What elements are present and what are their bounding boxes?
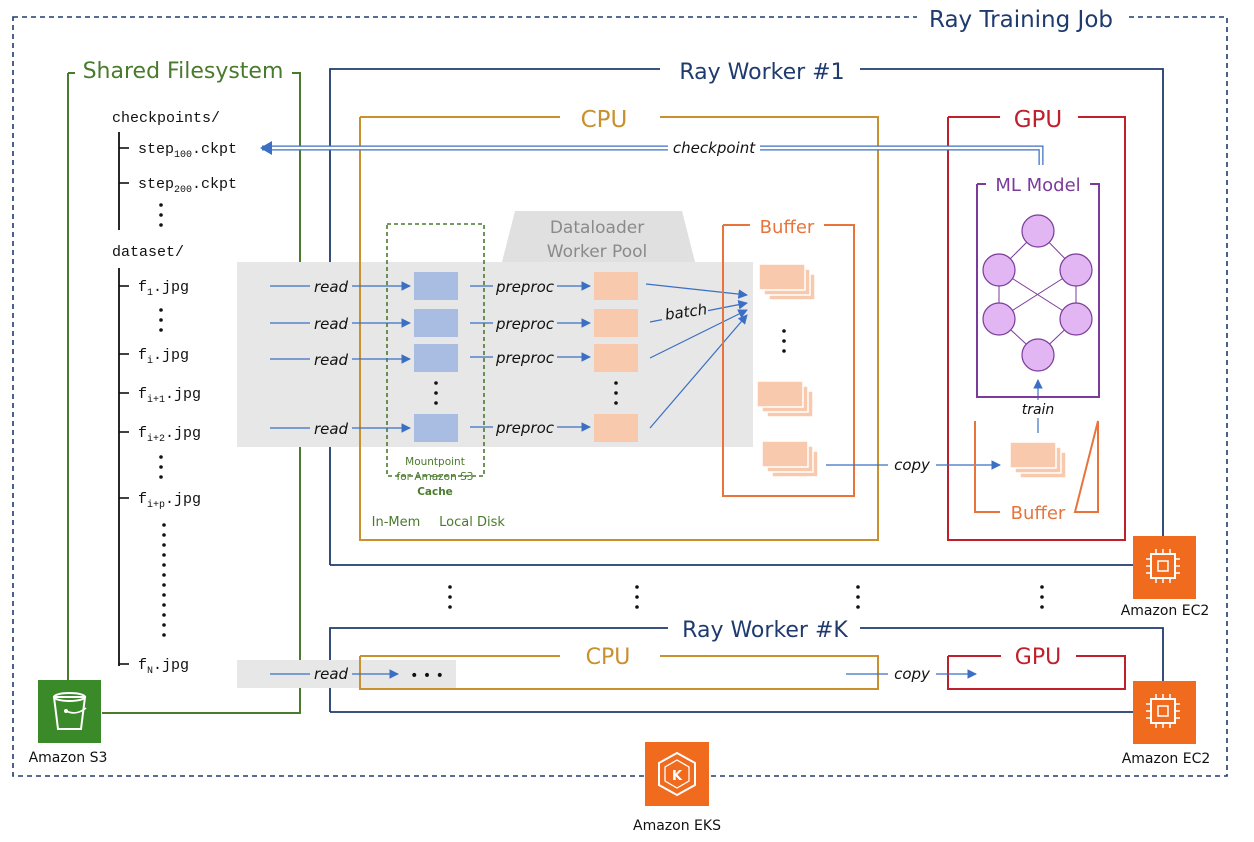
mountpoint-cache: Mountpoint for Amazon S3 Cache In-Mem Lo… [372, 223, 505, 530]
dataset-dir: dataset/ [112, 244, 184, 261]
worker-gap-dots [448, 585, 1044, 609]
read-label: read [314, 351, 349, 369]
gpu-box-workerK: GPU [947, 645, 1126, 690]
cache-block [414, 414, 458, 442]
dataloader-label-2: Worker Pool [547, 242, 647, 262]
local-disk-label: Local Disk [439, 515, 505, 530]
file-fi2: fi+2.jpg [138, 425, 201, 445]
in-mem-label: In-Mem [372, 515, 421, 530]
mountpoint-label-1: Mountpoint [405, 456, 465, 468]
workerK-title: Ray Worker #K [682, 618, 848, 643]
amazon-ec2-label-1: Amazon EC2 [1121, 603, 1210, 619]
cpu-title-workerK: CPU [586, 645, 631, 670]
preproc-blocks [594, 272, 638, 442]
amazon-s3-label: Amazon S3 [29, 750, 108, 766]
read-labels: read read read read [310, 276, 352, 438]
batch-stack [756, 380, 814, 418]
cache-block [414, 272, 458, 300]
cache-label: Cache [417, 486, 453, 498]
dataloader-tab [502, 211, 695, 262]
read-label: read [314, 420, 349, 438]
file-fi: fi.jpg [138, 347, 189, 367]
ckpt-step100: step100.ckpt [138, 141, 237, 161]
gpu-buffer-title: Buffer [1011, 503, 1066, 524]
ray-training-job-frame: Ray Training Job [12, 4, 1228, 777]
checkpoints-dir: checkpoints/ [112, 110, 220, 127]
cpu-box-worker1: CPU [359, 107, 879, 541]
amazon-eks-icon: K [645, 742, 709, 806]
workerK-ellipsis: • • • [410, 668, 444, 684]
train-label: train [1022, 402, 1055, 418]
amazon-ec2-icon [1133, 681, 1196, 744]
file-fip: fi+p.jpg [138, 491, 201, 511]
preproc-label: preproc [495, 419, 555, 437]
batch-stack [758, 263, 816, 301]
read-label-workerK: read [314, 665, 349, 683]
file-f1: f1.jpg [138, 279, 189, 299]
batch-stack [761, 440, 819, 478]
cache-block [414, 344, 458, 372]
preproc-label: preproc [495, 315, 555, 333]
ray-worker-k: Ray Worker #K [329, 618, 1164, 713]
batch-label: batch [664, 300, 708, 324]
ml-model: ML Model [976, 175, 1100, 398]
preproc-label: preproc [495, 349, 555, 367]
cache-block [414, 309, 458, 337]
file-fN: fN.jpg [138, 657, 189, 677]
job-title: Ray Training Job [929, 7, 1113, 33]
mountpoint-label-2: for Amazon S3 [397, 471, 474, 483]
cpu-buffer-title: Buffer [760, 217, 815, 238]
cpu-box-workerK: CPU [359, 645, 879, 690]
svg-text:K: K [672, 769, 683, 784]
nn-edges [998, 230, 1077, 356]
ckpt-vertical-dots [159, 203, 163, 227]
amazon-eks-label: Amazon EKS [633, 818, 721, 834]
file-fi1: fi+1.jpg [138, 386, 201, 406]
gpu-title-workerK: GPU [1015, 645, 1061, 670]
cpu-title-worker1: CPU [581, 107, 628, 133]
dataloader-label-1: Dataloader [550, 218, 644, 238]
gpu-buffer: Buffer [974, 420, 1099, 524]
nn-nodes [982, 214, 1093, 372]
checkpoint-label: checkpoint [673, 139, 756, 157]
gpu-box-worker1: GPU [947, 107, 1126, 541]
ml-model-title: ML Model [995, 175, 1080, 196]
read-label: read [314, 278, 349, 296]
worker1-title: Ray Worker #1 [679, 60, 844, 85]
amazon-ec2-icon [1133, 536, 1196, 599]
checkpoint-arrow: checkpoint [260, 138, 1044, 165]
read-label: read [314, 315, 349, 333]
gpu-title-worker1: GPU [1014, 107, 1063, 133]
cpu-buffer: Buffer [722, 217, 855, 497]
shared-fs-title: Shared Filesystem [83, 59, 284, 84]
copy-label-worker1: copy [894, 456, 931, 474]
copy-label-workerK: copy [894, 665, 931, 683]
shared-filesystem: Shared Filesystem checkpoints/ step100.c… [67, 59, 301, 714]
amazon-s3-icon [38, 680, 101, 743]
files-long-dots [162, 523, 166, 637]
preproc-labels: preproc preproc preproc preproc [493, 276, 557, 437]
preproc-label: preproc [495, 278, 555, 296]
ckpt-step200: step200.ckpt [138, 176, 237, 196]
amazon-ec2-label-2: Amazon EC2 [1122, 751, 1211, 767]
